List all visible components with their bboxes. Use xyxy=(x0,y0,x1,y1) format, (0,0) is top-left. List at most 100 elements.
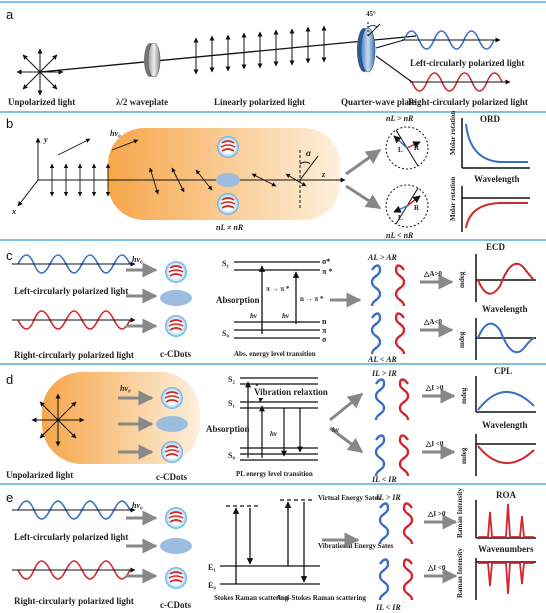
helix-left-d-top xyxy=(374,378,386,422)
stokes-label: Stokes Raman scattering xyxy=(214,594,289,602)
helix-left-c-top xyxy=(370,264,382,308)
s1-label-d: S₁ xyxy=(228,399,235,408)
rotation-circle-top: nL > nR L R xyxy=(385,114,429,170)
svg-text:R: R xyxy=(414,144,420,152)
ord-plot-bottom: Molar rotation xyxy=(449,177,530,232)
delta-i-pos-d: △I >0 xyxy=(425,384,444,392)
sigma-label: σ xyxy=(322,335,327,344)
pi-star-label: π * xyxy=(322,267,332,276)
ellipse-c xyxy=(160,290,192,306)
helix-right-e-bottom xyxy=(402,558,414,602)
hv-small-c1: hv xyxy=(250,312,258,320)
npi-label: n → π * xyxy=(300,295,324,303)
n-neq-label: nL ≠ nR xyxy=(216,223,244,232)
cpl-plot-bottom: mdeg xyxy=(460,434,536,476)
roa-plot-top: Raman Intensity xyxy=(456,488,536,539)
quarter-wave-label: Quarter-wave plate xyxy=(341,97,416,107)
delta-a-neg: △A<0 xyxy=(423,318,442,326)
cdot-d-bottom xyxy=(160,440,184,464)
svg-text:L: L xyxy=(398,146,403,154)
svg-text:Raman Intensity: Raman Intensity xyxy=(456,488,464,538)
left-cpl-helix-e xyxy=(12,500,136,520)
svg-text:R: R xyxy=(414,204,420,212)
svg-text:mdeg: mdeg xyxy=(458,331,466,348)
anti-stokes-label: Anti-Stokes Raman scattering xyxy=(276,594,366,602)
cdot-e-top xyxy=(164,506,188,530)
cdot-b-top xyxy=(216,135,240,159)
helix-right-d-top xyxy=(398,378,410,422)
polarization-arrows-b xyxy=(49,163,307,197)
cpl-title: CPL xyxy=(494,366,512,376)
n-gt-label: nL > nR xyxy=(386,114,414,123)
linear-arrows xyxy=(193,25,327,75)
svg-text:mdeg: mdeg xyxy=(460,447,468,464)
s2-label: S₂ xyxy=(228,375,235,384)
linear-label: Linearly polarized light xyxy=(214,97,305,107)
hv-small-d2: hv xyxy=(332,426,340,434)
i-lt-label-e: IL < IR xyxy=(375,603,401,612)
delta-i-neg-d: △I <0 xyxy=(425,440,444,448)
i-gt-label-e: IL > IR xyxy=(375,493,401,502)
panel-d: d Unpolarized light hv₀ c-CDots xyxy=(6,366,536,484)
vibrational-label: Vibrational Energy Sates xyxy=(318,542,393,550)
s0-label-d: S₀ xyxy=(228,451,235,460)
ellipse-e xyxy=(160,538,192,554)
helix-right-c-bottom xyxy=(394,312,406,356)
hv-small-c2: hv xyxy=(282,312,290,320)
hv-label-c: hv₀ xyxy=(132,255,143,264)
axis-x-label: x xyxy=(11,207,16,216)
panel-a: a xyxy=(6,7,528,107)
right-cpl-label-a: Right-circularly polarized light xyxy=(408,97,528,107)
helix-right-e-top xyxy=(402,502,414,546)
pl-caption: PL energy level transition xyxy=(236,470,313,478)
right-cpl-label-c: Right-circularly polarized light xyxy=(14,350,134,360)
glow-box-d xyxy=(42,372,200,464)
vib-relax-label: Vibration relaxtion xyxy=(254,387,328,397)
ellipse-b xyxy=(216,173,240,187)
cdot-b-bottom xyxy=(216,192,240,216)
ord-plot-top: ORD Molar rotation Wavelength xyxy=(449,111,530,184)
i-lt-label-d: IL < IR xyxy=(371,475,397,484)
cdot-c-top xyxy=(164,260,188,284)
rotation-circle-bottom: L R nL < nR xyxy=(385,184,429,240)
quarter-wave-plate: 45° xyxy=(357,10,381,73)
helix-left-e-bottom xyxy=(378,558,390,602)
panel-c-letter: c xyxy=(6,248,13,263)
ecd-plot-top: mdeg xyxy=(458,254,536,302)
panel-e: e Left-circularly polarized light Right-… xyxy=(6,488,536,612)
raman-levels xyxy=(220,499,320,585)
axis-z-label: z xyxy=(321,170,326,179)
energy-levels-d xyxy=(240,377,318,461)
panel-d-letter: d xyxy=(6,372,13,387)
unpolarized-label-d: Unpolarized light xyxy=(6,470,73,480)
cdots-label-e: c-CDots xyxy=(160,600,191,610)
cdot-e-bottom xyxy=(164,566,188,590)
hv-label-e: hv₀ xyxy=(132,501,143,510)
absorption-label-d: Absorption xyxy=(206,424,250,434)
cdots-label-c: c-CDots xyxy=(160,349,191,359)
s0-label-c: S₀ xyxy=(222,329,229,338)
helix-left-e-top xyxy=(378,502,390,546)
roa-xlabel: Wavenumbers xyxy=(478,544,534,554)
left-cpl-label-c: Left-circularly polarized light xyxy=(14,286,128,296)
half-wave-plate xyxy=(144,42,161,78)
half-wave-label: λ/2 waveplate xyxy=(116,97,168,107)
left-cpl-label-a: Left-circularly polarized light xyxy=(410,58,524,68)
pipi-label: π → π * xyxy=(266,285,290,293)
angle-label: 45° xyxy=(366,10,376,18)
absorption-label-c: Absorption xyxy=(216,295,260,305)
virtual-label: Virtual Energy Sates xyxy=(318,494,381,502)
ord-ylabel-bottom: Molar rotation xyxy=(449,177,457,221)
i-gt-label-d: IL > IR xyxy=(371,369,397,378)
right-cpl-helix-a xyxy=(410,72,511,92)
ecd-plot-bottom: mdeg xyxy=(458,318,536,360)
unpolarized-label-a: Unpolarized light xyxy=(8,97,75,107)
right-cpl-helix-c xyxy=(12,310,136,330)
panel-b-letter: b xyxy=(6,116,13,131)
dividers xyxy=(0,1,546,485)
unpolarized-star-d xyxy=(31,393,85,447)
cpl-plot-top: mdeg xyxy=(460,376,536,413)
cdot-d-top xyxy=(160,386,184,410)
svg-text:Raman Intensity: Raman Intensity xyxy=(456,548,464,598)
